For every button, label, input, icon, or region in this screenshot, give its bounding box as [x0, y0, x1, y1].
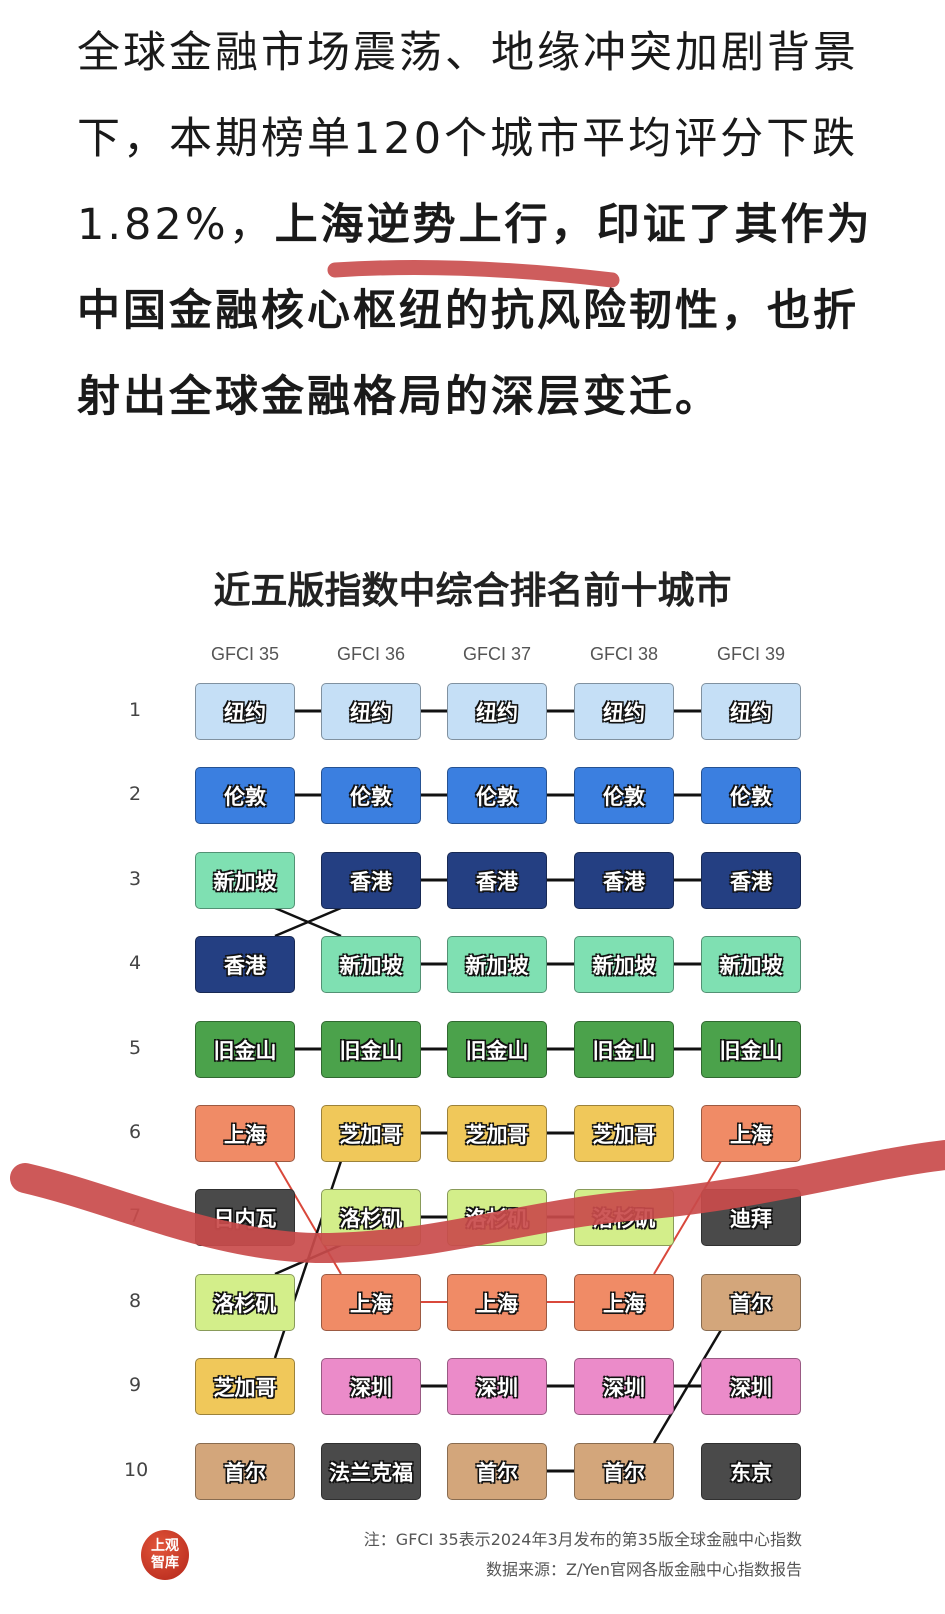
city-box: 洛杉矶 — [447, 1189, 547, 1246]
city-box: 伦敦 — [321, 767, 421, 824]
city-box: 旧金山 — [701, 1021, 801, 1078]
city-box: 首尔 — [701, 1274, 801, 1331]
rank-label: 8 — [128, 1290, 142, 1312]
city-box: 深圳 — [447, 1358, 547, 1415]
city-box: 上海 — [447, 1274, 547, 1331]
column-header: GFCI 35 — [210, 644, 280, 664]
rank-label: 2 — [128, 783, 142, 805]
city-box: 首尔 — [195, 1443, 295, 1500]
city-box: 香港 — [701, 852, 801, 909]
city-box: 纽约 — [321, 683, 421, 740]
city-box: 新加坡 — [447, 936, 547, 993]
city-box: 迪拜 — [701, 1189, 801, 1246]
city-box: 芝加哥 — [447, 1105, 547, 1162]
city-box: 深圳 — [574, 1358, 674, 1415]
link-line-city — [274, 906, 342, 938]
city-box: 东京 — [701, 1443, 801, 1500]
city-box: 旧金山 — [447, 1021, 547, 1078]
city-box: 深圳 — [321, 1358, 421, 1415]
city-box: 纽约 — [574, 683, 674, 740]
article-text-bold: 上海逆势上行，印证了其作为中国金融核心枢纽的抗风险韧性，也折射出全球金融格局的深… — [77, 200, 873, 422]
city-box: 日内瓦 — [195, 1189, 295, 1246]
city-box: 洛杉矶 — [574, 1189, 674, 1246]
column-header: GFCI 38 — [589, 644, 659, 664]
chart-source: 数据来源：Z/Yen官网各版金融中心指数报告 — [486, 1560, 802, 1579]
city-box: 伦敦 — [447, 767, 547, 824]
city-box: 旧金山 — [321, 1021, 421, 1078]
city-box: 伦敦 — [195, 767, 295, 824]
city-box: 上海 — [195, 1105, 295, 1162]
city-box: 香港 — [195, 936, 295, 993]
city-box: 纽约 — [701, 683, 801, 740]
rank-label: 5 — [128, 1037, 142, 1059]
city-box: 新加坡 — [701, 936, 801, 993]
city-box: 新加坡 — [321, 936, 421, 993]
article-text: 全球金融市场震荡、地缘冲突加剧背景下，本期榜单120个城市平均评分下跌1.82%… — [77, 28, 859, 250]
city-box: 新加坡 — [195, 852, 295, 909]
city-box: 洛杉矶 — [195, 1274, 295, 1331]
rank-label: 1 — [128, 699, 142, 721]
column-header: GFCI 37 — [462, 644, 532, 664]
rank-label: 4 — [128, 952, 142, 974]
city-box: 芝加哥 — [195, 1358, 295, 1415]
link-line-city — [652, 1329, 723, 1444]
city-box: 香港 — [574, 852, 674, 909]
rank-label: 10 — [124, 1459, 149, 1481]
rank-label: 3 — [128, 868, 142, 890]
city-box: 旧金山 — [574, 1021, 674, 1078]
city-box: 新加坡 — [574, 936, 674, 993]
city-box: 上海 — [321, 1274, 421, 1331]
chart-title: 近五版指数中综合排名前十城市 — [213, 569, 732, 612]
city-box: 香港 — [321, 852, 421, 909]
shangguan-logo: 上观智库 — [141, 1530, 189, 1580]
city-box: 伦敦 — [574, 767, 674, 824]
chart-note: 注：GFCI 35表示2024年3月发布的第35版全球金融中心指数 — [363, 1530, 802, 1549]
column-header: GFCI 39 — [716, 644, 786, 664]
city-box: 上海 — [701, 1105, 801, 1162]
city-box: 伦敦 — [701, 767, 801, 824]
city-box: 洛杉矶 — [321, 1189, 421, 1246]
city-box: 上海 — [574, 1274, 674, 1331]
rank-label: 6 — [128, 1121, 142, 1143]
rank-label: 9 — [128, 1374, 142, 1396]
city-box: 纽约 — [447, 683, 547, 740]
column-header: GFCI 36 — [336, 644, 406, 664]
city-box: 芝加哥 — [321, 1105, 421, 1162]
city-box: 纽约 — [195, 683, 295, 740]
city-box: 香港 — [447, 852, 547, 909]
city-box: 芝加哥 — [574, 1105, 674, 1162]
city-box: 法兰克福 — [321, 1443, 421, 1500]
city-box: 首尔 — [574, 1443, 674, 1500]
rank-label: 7 — [128, 1205, 142, 1227]
city-box: 旧金山 — [195, 1021, 295, 1078]
article-paragraph: 全球金融市场震荡、地缘冲突加剧背景下，本期榜单120个城市平均评分下跌1.82%… — [77, 10, 877, 440]
city-box: 首尔 — [447, 1443, 547, 1500]
city-box: 深圳 — [701, 1358, 801, 1415]
